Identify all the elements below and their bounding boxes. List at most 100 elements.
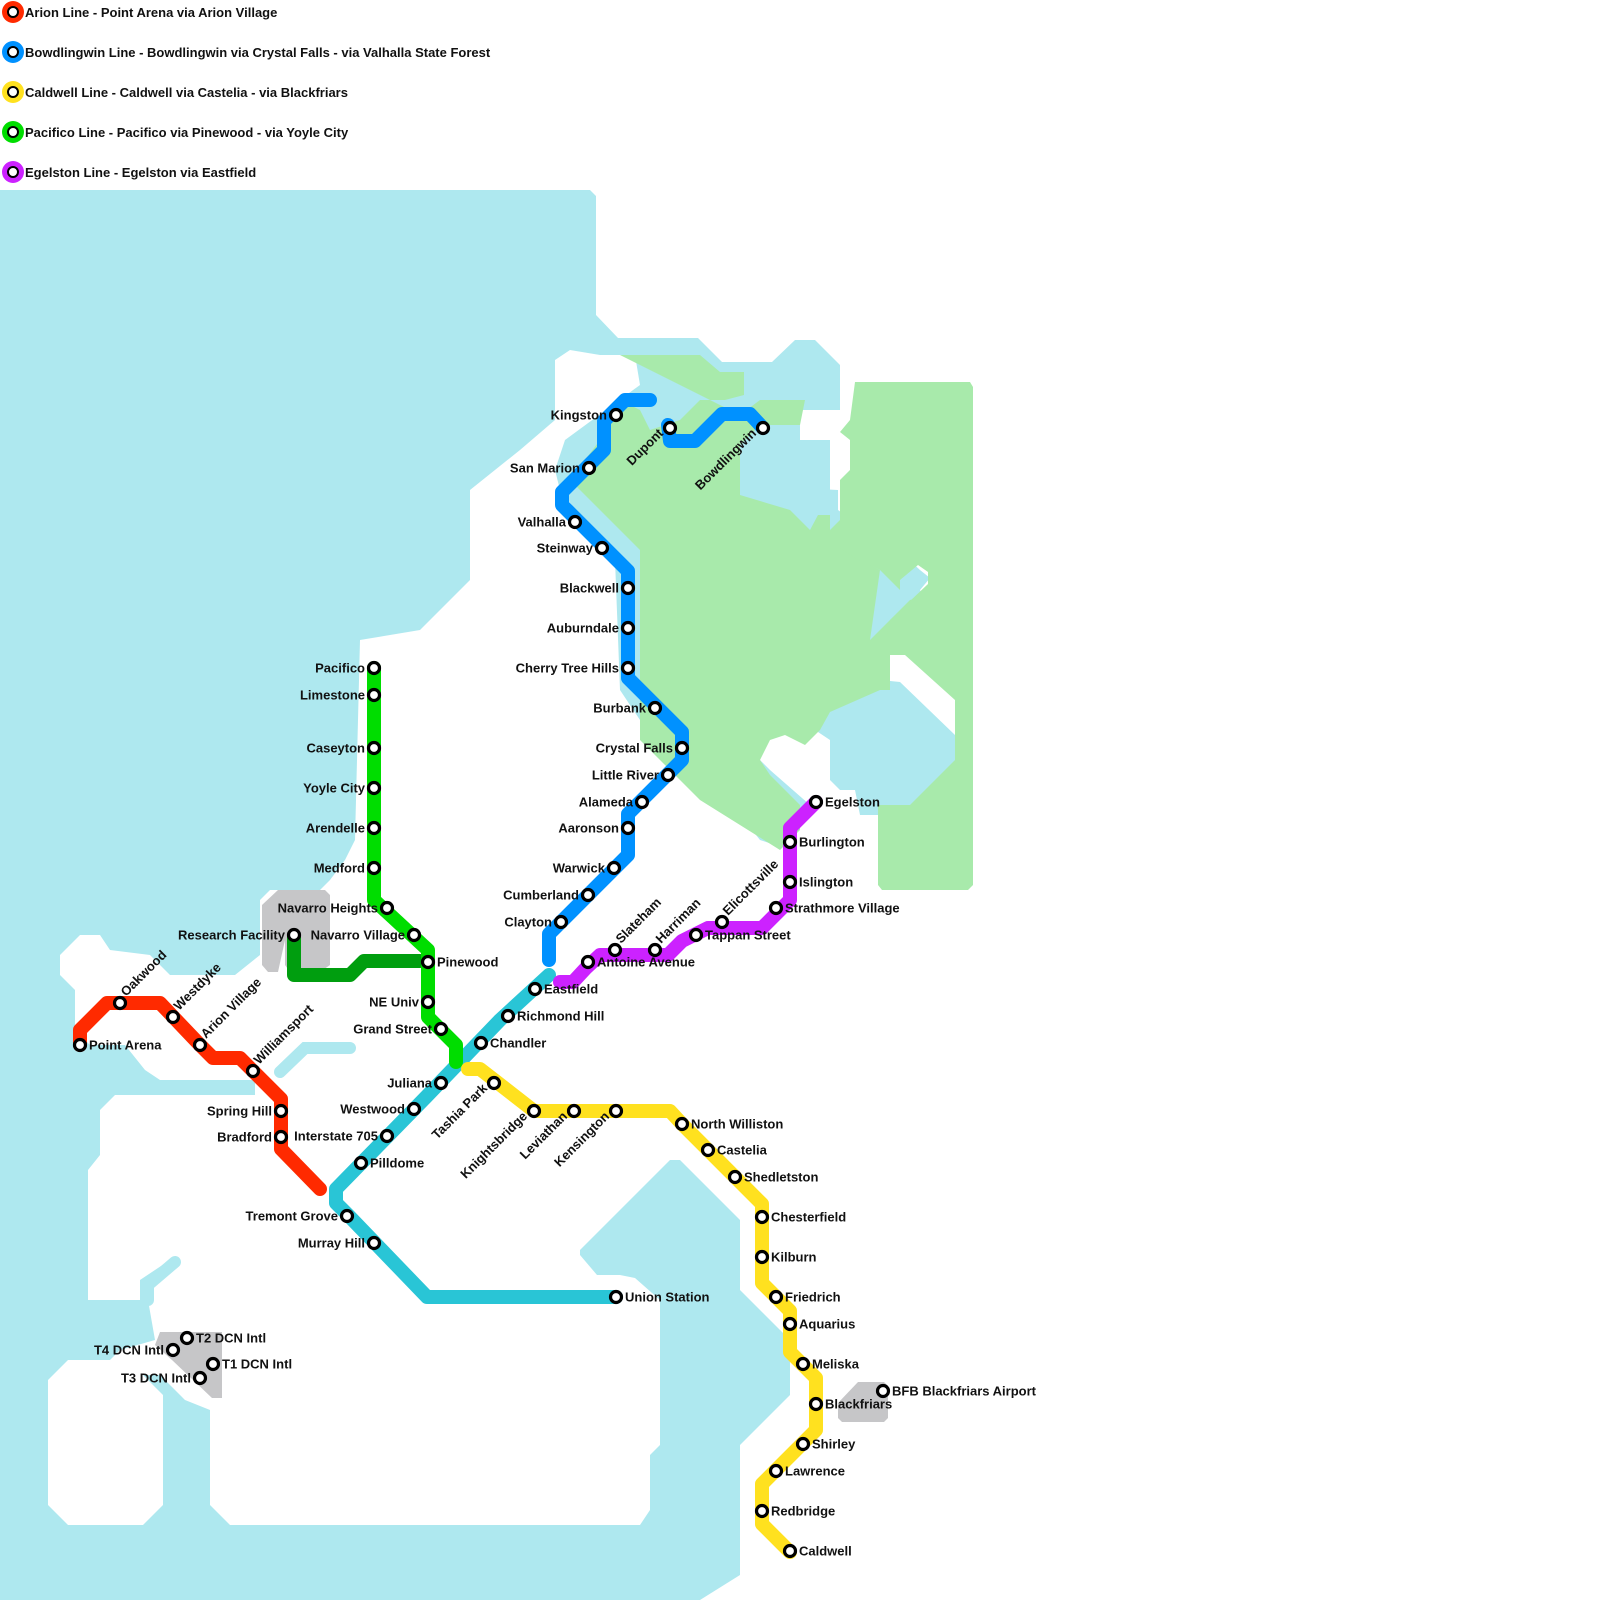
station-eastfield[interactable]: Eastfield (527, 981, 599, 997)
station-marker-icon[interactable] (594, 540, 610, 556)
station-auburndale[interactable]: Auburndale (547, 620, 636, 636)
station-north-williston[interactable]: North Williston (674, 1116, 784, 1132)
station-marker-icon[interactable] (339, 1208, 355, 1224)
station-richmond-hill[interactable]: Richmond Hill (500, 1008, 605, 1024)
station-marker-icon[interactable] (553, 914, 569, 930)
station-marker-icon[interactable] (379, 1128, 395, 1144)
station-marker-icon[interactable] (808, 1396, 824, 1412)
station-marker-icon[interactable] (700, 1142, 716, 1158)
station-navarro-village[interactable]: Navarro Village (311, 927, 422, 943)
station-marker-icon[interactable] (608, 1289, 624, 1305)
station-medford[interactable]: Medford (314, 860, 382, 876)
station-burbank[interactable]: Burbank (593, 700, 663, 716)
station-san-marion[interactable]: San Marion (510, 461, 597, 476)
station-limestone[interactable]: Limestone (300, 688, 382, 703)
station-marker-icon[interactable] (286, 927, 302, 943)
station-juliana[interactable]: Juliana (387, 1076, 449, 1091)
station-aaronson[interactable]: Aaronson (558, 821, 636, 836)
station-marker-icon[interactable] (674, 1116, 690, 1132)
station-crystal-falls[interactable]: Crystal Falls (596, 740, 690, 756)
station-marker-icon[interactable] (366, 660, 382, 676)
station-egelston[interactable]: Egelston (808, 795, 880, 810)
station-marker-icon[interactable] (754, 1503, 770, 1519)
station-castelia[interactable]: Castelia (700, 1142, 768, 1158)
station-marker-icon[interactable] (72, 1037, 88, 1053)
station-t1-dcn-intl[interactable]: T1 DCN Intl (205, 1357, 293, 1372)
station-chesterfield[interactable]: Chesterfield (754, 1209, 847, 1225)
station-marker-icon[interactable] (473, 1035, 489, 1051)
station-interstate-705[interactable]: Interstate 705 (294, 1128, 395, 1144)
station-marker-icon[interactable] (727, 1169, 743, 1185)
station-westwood[interactable]: Westwood (340, 1101, 422, 1117)
station-caldwell[interactable]: Caldwell (782, 1543, 852, 1559)
station-marker-icon[interactable] (768, 900, 784, 916)
station-tappan-street[interactable]: Tappan Street (688, 928, 792, 943)
station-kingston[interactable]: Kingston (551, 407, 624, 423)
station-marker-icon[interactable] (433, 1021, 449, 1037)
station-tremont-grove[interactable]: Tremont Grove (246, 1208, 355, 1224)
station-lawrence[interactable]: Lawrence (768, 1463, 845, 1479)
station-antoine-avenue[interactable]: Antoine Avenue (580, 955, 696, 970)
station-marker-icon[interactable] (379, 900, 395, 916)
station-marker-icon[interactable] (782, 1543, 798, 1559)
station-marker-icon[interactable] (608, 407, 624, 423)
station-blackwell[interactable]: Blackwell (560, 580, 636, 596)
station-marker-icon[interactable] (192, 1037, 208, 1053)
station-marker-icon[interactable] (192, 1370, 208, 1386)
station-pilldome[interactable]: Pilldome (353, 1156, 425, 1171)
station-friedrich[interactable]: Friedrich (768, 1289, 841, 1305)
station-burlington[interactable]: Burlington (782, 835, 865, 850)
station-valhalla[interactable]: Valhalla (518, 515, 583, 530)
station-alameda[interactable]: Alameda (579, 795, 650, 810)
station-marker-icon[interactable] (647, 942, 663, 958)
station-marker-icon[interactable] (782, 1316, 798, 1332)
station-union-station[interactable]: Union Station (608, 1289, 710, 1305)
station-marker-icon[interactable] (165, 1009, 181, 1025)
station-kilburn[interactable]: Kilburn (754, 1249, 817, 1265)
station-marker-icon[interactable] (620, 620, 636, 636)
station-t4-dcn-intl[interactable]: T4 DCN Intl (94, 1343, 181, 1358)
station-caseyton[interactable]: Caseyton (306, 740, 382, 756)
station-marker-icon[interactable] (768, 1289, 784, 1305)
station-marker-icon[interactable] (245, 1063, 261, 1079)
station-marker-icon[interactable] (179, 1330, 195, 1346)
legend-item-arion[interactable]: Arion Line - Point Arena via Arion Villa… (2, 1, 277, 23)
legend-item-pacifico[interactable]: Pacifico Line - Pacifico via Pinewood - … (2, 121, 348, 143)
station-marker-icon[interactable] (366, 740, 382, 756)
station-marker-icon[interactable] (754, 1249, 770, 1265)
station-marker-icon[interactable] (660, 767, 676, 783)
station-marker-icon[interactable] (620, 660, 636, 676)
station-marker-icon[interactable] (795, 1356, 811, 1372)
station-marker-icon[interactable] (112, 995, 128, 1011)
station-marker-icon[interactable] (674, 740, 690, 756)
station-point-arena[interactable]: Point Arena (72, 1037, 163, 1053)
station-marker-icon[interactable] (420, 994, 436, 1010)
station-ne-univ[interactable]: NE Univ (369, 994, 436, 1010)
station-marker-icon[interactable] (406, 1101, 422, 1117)
station-marker-icon[interactable] (527, 981, 543, 997)
station-t3-dcn-intl[interactable]: T3 DCN Intl (121, 1370, 208, 1386)
station-research-facility[interactable]: Research Facility (178, 927, 302, 943)
station-marker-icon[interactable] (366, 860, 382, 876)
station-warwick[interactable]: Warwick (553, 860, 622, 876)
station-little-river[interactable]: Little River (592, 767, 676, 783)
station-shirley[interactable]: Shirley (795, 1437, 857, 1452)
station-marker-icon[interactable] (566, 1103, 582, 1119)
station-marker-icon[interactable] (606, 860, 622, 876)
station-marker-icon[interactable] (620, 580, 636, 596)
station-marker-icon[interactable] (406, 927, 422, 943)
station-marker-icon[interactable] (662, 420, 678, 436)
station-marker-icon[interactable] (875, 1383, 891, 1399)
station-marker-icon[interactable] (420, 954, 436, 970)
station-marker-icon[interactable] (768, 1463, 784, 1479)
station-marker-icon[interactable] (754, 1209, 770, 1225)
station-marker-icon[interactable] (486, 1075, 502, 1091)
legend-item-egelston[interactable]: Egelston Line - Egelston via Eastfield (2, 161, 256, 183)
station-marker-icon[interactable] (500, 1008, 516, 1024)
station-redbridge[interactable]: Redbridge (754, 1503, 836, 1519)
station-bradford[interactable]: Bradford (217, 1130, 289, 1145)
legend-item-bowdlingwin[interactable]: Bowdlingwin Line - Bowdlingwin via Cryst… (2, 41, 490, 63)
station-arendelle[interactable]: Arendelle (306, 821, 382, 836)
station-islington[interactable]: Islington (782, 875, 854, 890)
station-marker-icon[interactable] (647, 700, 663, 716)
